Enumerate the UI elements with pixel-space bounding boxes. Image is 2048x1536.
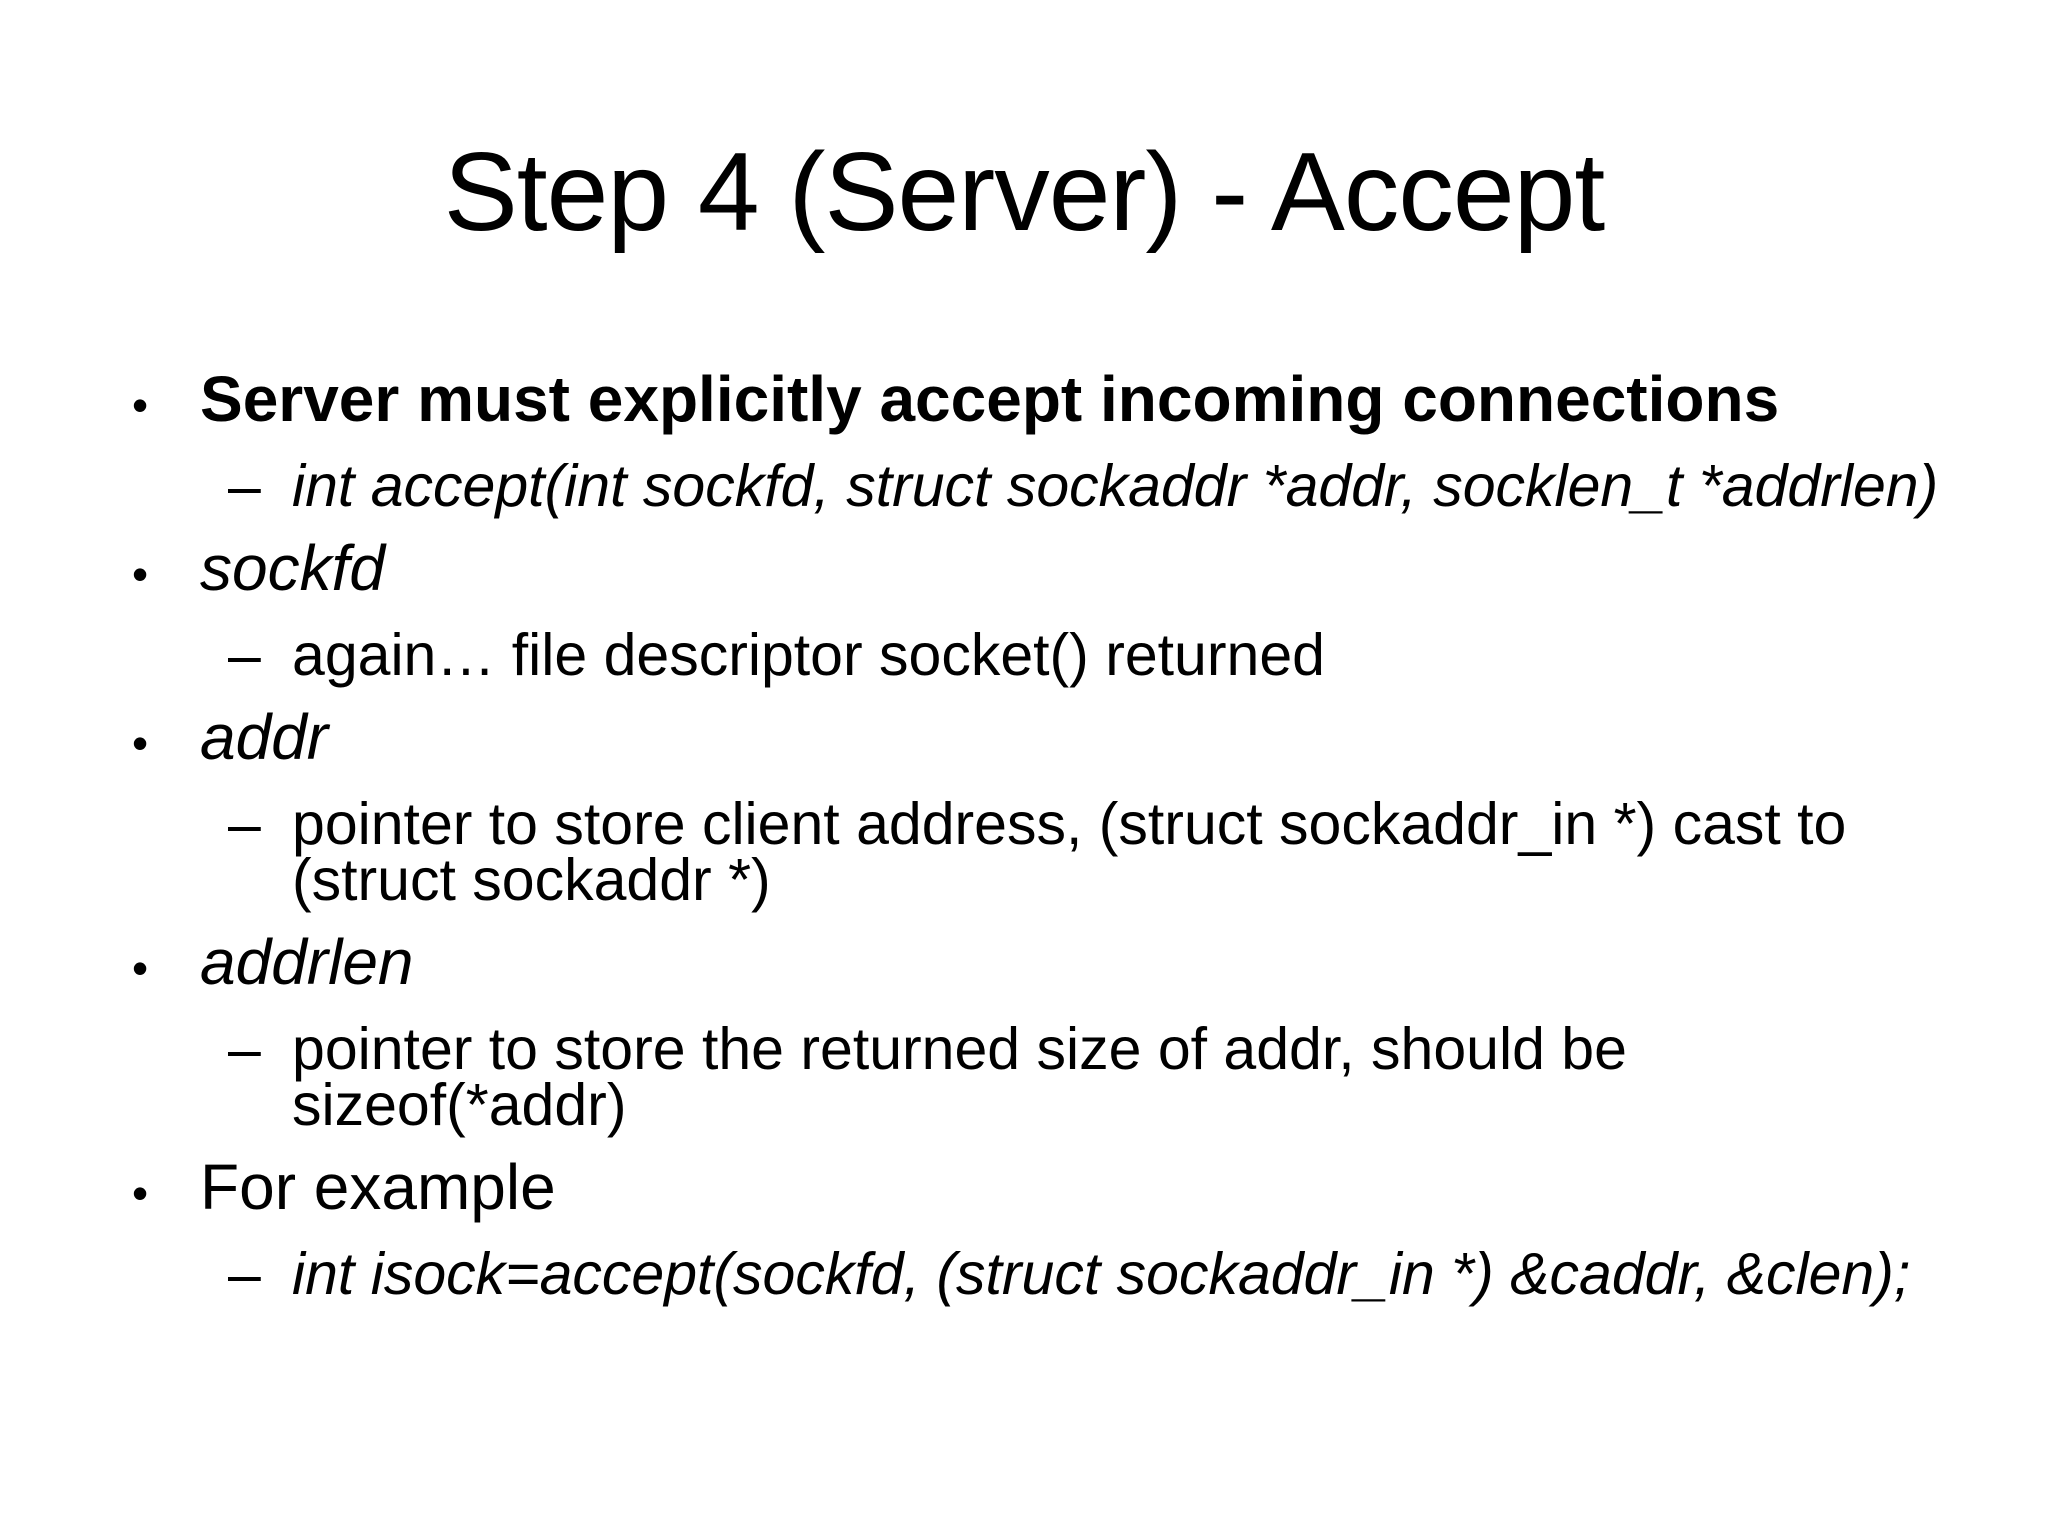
list-item-text: pointer to store the returned size of ad… <box>292 1016 1627 1082</box>
bullet-dot-icon: • <box>132 1167 149 1219</box>
list-item-text: (struct sockaddr *) <box>292 847 771 913</box>
list-item-text: pointer to store client address, (struct… <box>292 791 1847 857</box>
list-item-text: again… file descriptor socket() returned <box>292 622 1325 688</box>
slide-title: Step 4 (Server) - Accept <box>443 130 1605 254</box>
list-item: • sockfd <box>0 532 1980 605</box>
list-item-text: int isock=accept(sockfd, (struct sockadd… <box>292 1241 1911 1307</box>
list-item: – pointer to store the returned size of … <box>0 1016 1980 1138</box>
list-item-text: For example <box>200 1151 556 1223</box>
list-item: – again… file descriptor socket() return… <box>0 622 1980 688</box>
list-item-text: sockfd <box>200 532 385 604</box>
list-item: • For example <box>0 1151 1980 1224</box>
list-item-text: int accept(int sockfd, struct sockaddr *… <box>292 453 1939 519</box>
list-item-text: Server must explicitly accept incoming c… <box>200 363 1780 435</box>
dash-icon: – <box>228 622 261 688</box>
bullet-dot-icon: • <box>132 548 149 600</box>
dash-icon: – <box>228 791 261 857</box>
list-item: – int isock=accept(sockfd, (struct socka… <box>0 1241 1980 1307</box>
bullet-dot-icon: • <box>132 379 149 431</box>
dash-icon: – <box>228 1241 261 1307</box>
list-item: – int accept(int sockfd, struct sockaddr… <box>0 453 1980 519</box>
list-item: • addrlen <box>0 926 1980 999</box>
bullet-list: • Server must explicitly accept incoming… <box>0 363 1980 1307</box>
list-item: • addr <box>0 701 1980 774</box>
list-item-text: addrlen <box>200 926 414 998</box>
bullet-dot-icon: • <box>132 942 149 994</box>
list-item: • Server must explicitly accept incoming… <box>0 363 1980 436</box>
list-item: – pointer to store client address, (stru… <box>0 791 1980 913</box>
list-item-text: addr <box>200 701 329 773</box>
dash-icon: – <box>228 453 261 519</box>
dash-icon: – <box>228 1016 261 1082</box>
bullet-dot-icon: • <box>132 717 149 769</box>
list-item-text: sizeof(*addr) <box>292 1072 627 1138</box>
